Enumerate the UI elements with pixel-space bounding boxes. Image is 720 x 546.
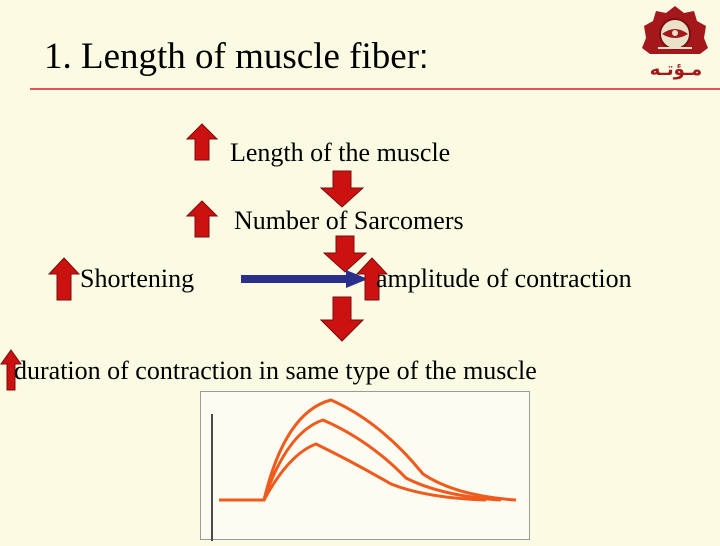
up-arrow-icon — [48, 257, 80, 301]
up-arrow-icon — [186, 123, 218, 161]
down-arrow-icon — [320, 170, 364, 208]
twitch-curves — [211, 398, 517, 541]
university-logo — [634, 4, 716, 88]
slide-title: 1. Length of muscle fiber: — [44, 34, 428, 80]
shortening-text: Shortening — [80, 264, 195, 293]
right-arrow-icon — [241, 270, 368, 288]
emblem-icon — [642, 6, 708, 54]
title-text: 1. Length of muscle fiber — [44, 36, 420, 77]
up-arrow-icon — [186, 200, 218, 238]
down-arrow-icon — [323, 235, 367, 273]
amplitude-text: amplitude of contraction — [376, 264, 632, 293]
up-arrow-icon — [0, 349, 22, 391]
number-of-sarcomers-text: Number of Sarcomers — [234, 206, 464, 235]
length-of-muscle-text: Length of the muscle — [230, 138, 451, 167]
twitch-graph — [200, 391, 530, 541]
down-arrow-icon — [320, 296, 364, 342]
up-arrow-icon — [356, 257, 388, 301]
logo-inscription: ﻣـﺆﺗـﻪ — [649, 59, 703, 80]
duration-text: duration of contraction in same type of … — [14, 356, 537, 385]
title-underline — [30, 88, 720, 90]
title-colon: : — [419, 38, 429, 76]
